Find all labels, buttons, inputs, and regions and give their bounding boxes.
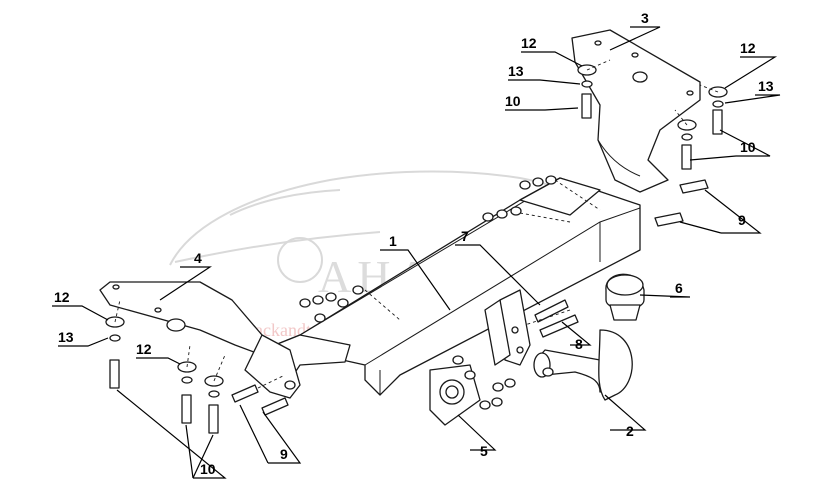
socket-mounting-plate	[429, 364, 481, 426]
label-9b: 9	[280, 446, 288, 462]
leader-lines	[52, 26, 781, 479]
label-10b: 10	[740, 139, 756, 155]
label-12d: 12	[136, 341, 152, 357]
tow-arm	[533, 329, 633, 401]
callout-labels: 1 2 3 4 5 6 7 8 9 9 10 10 10 12 12 12 12…	[54, 10, 774, 477]
label-9a: 9	[738, 212, 746, 228]
label-12b: 12	[740, 40, 756, 56]
label-4: 4	[194, 250, 202, 266]
left-mounting-bracket	[99, 281, 301, 399]
label-12a: 12	[521, 35, 537, 51]
label-5: 5	[480, 443, 488, 459]
tow-ball	[605, 273, 645, 321]
label-3: 3	[641, 10, 649, 26]
label-10a: 10	[505, 93, 521, 109]
right-mounting-bracket	[571, 29, 701, 193]
label-8: 8	[575, 336, 583, 352]
socket-plate-bracket	[484, 289, 531, 366]
label-13a: 13	[508, 63, 524, 79]
label-7: 7	[461, 228, 469, 244]
label-6: 6	[675, 280, 683, 296]
label-1: 1	[389, 233, 397, 249]
label-12c: 12	[54, 289, 70, 305]
assembly-guide-lines	[114, 59, 719, 389]
label-13c: 13	[58, 329, 74, 345]
main-crossbar	[274, 177, 641, 396]
label-13b: 13	[758, 78, 774, 94]
label-10c: 10	[200, 461, 216, 477]
label-2: 2	[626, 423, 634, 439]
